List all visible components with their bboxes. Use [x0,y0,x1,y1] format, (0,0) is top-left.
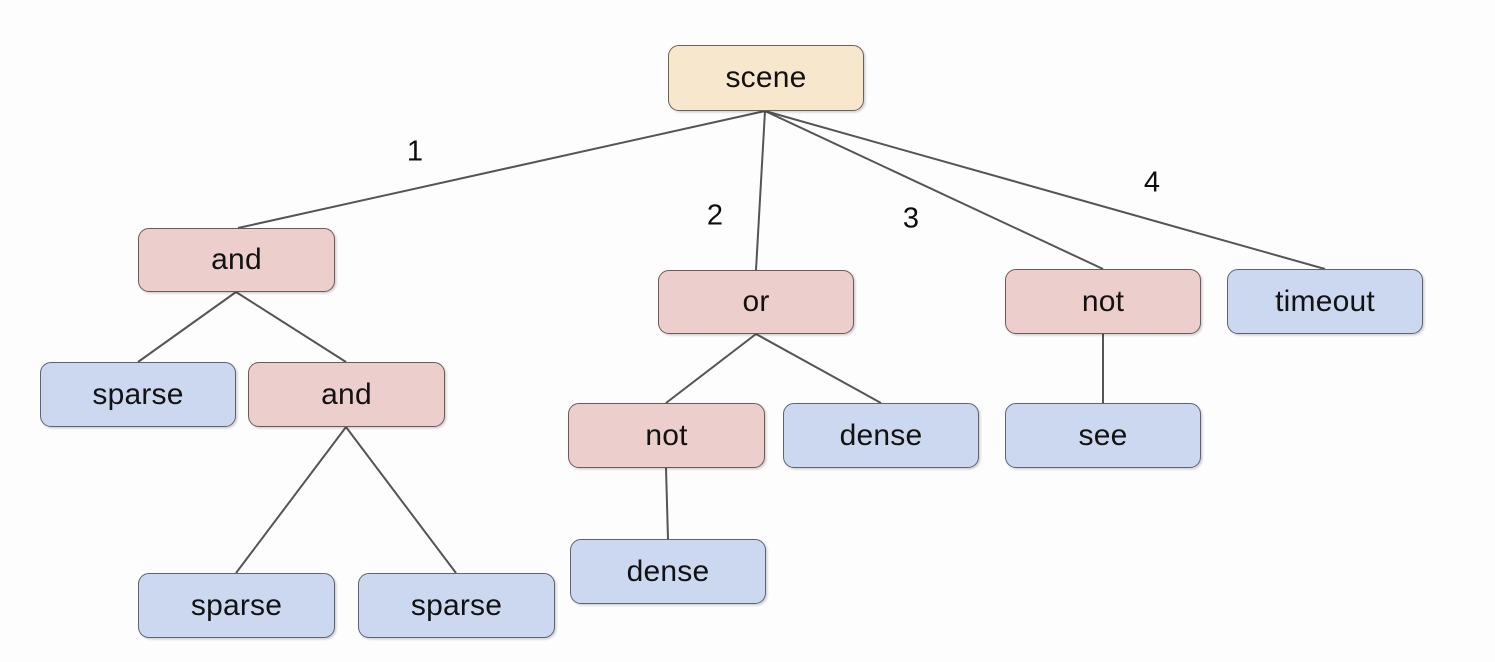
tree-edge [755,333,882,404]
edge-label-1: 1 [406,135,424,168]
tree-node-timeout1[interactable]: timeout [1227,269,1423,334]
tree-node-label: not [1081,284,1125,318]
tree-node-not2[interactable]: not [1005,269,1201,334]
tree-edge [665,467,669,540]
tree-edge [235,291,347,363]
edge-label-4: 4 [1143,166,1161,199]
tree-node-sparse2[interactable]: sparse [138,573,335,638]
tree-node-or1[interactable]: or [658,270,854,334]
tree-node-label: or [742,285,770,318]
tree-node-label: scene [725,61,807,94]
tree-edge [665,333,757,404]
tree-node-see1[interactable]: see [1005,403,1201,468]
tree-node-label: dense [626,554,710,588]
tree-node-label: see [1078,418,1128,452]
tree-node-not1[interactable]: not [568,403,765,468]
tree-node-label: sparse [410,588,503,622]
tree-node-scene[interactable]: scene [668,45,864,111]
tree-node-label: dense [839,418,923,452]
tree-edge [237,110,766,229]
tree-node-sparse3[interactable]: sparse [358,573,555,638]
tree-node-label: not [645,418,688,452]
tree-edge [345,426,457,574]
tree-node-label: sparse [92,377,184,411]
tree-edge [764,110,1104,270]
tree-edge [137,291,237,363]
tree-node-label: sparse [190,588,283,622]
tree-node-dense1[interactable]: dense [783,403,979,468]
edge-label-2: 2 [706,199,724,232]
edge-label-3: 3 [902,202,920,235]
tree-edge [755,110,766,271]
tree-node-label: and [321,377,372,411]
tree-node-label: timeout [1275,284,1375,318]
tree-node-dense2[interactable]: dense [570,539,766,604]
tree-node-and1[interactable]: and [138,228,335,292]
tree-node-and2[interactable]: and [248,362,445,427]
tree-node-sparse1[interactable]: sparse [40,362,236,427]
tree-edge [764,110,1326,270]
tree-edge [235,426,347,574]
tree-node-label: and [211,243,262,276]
